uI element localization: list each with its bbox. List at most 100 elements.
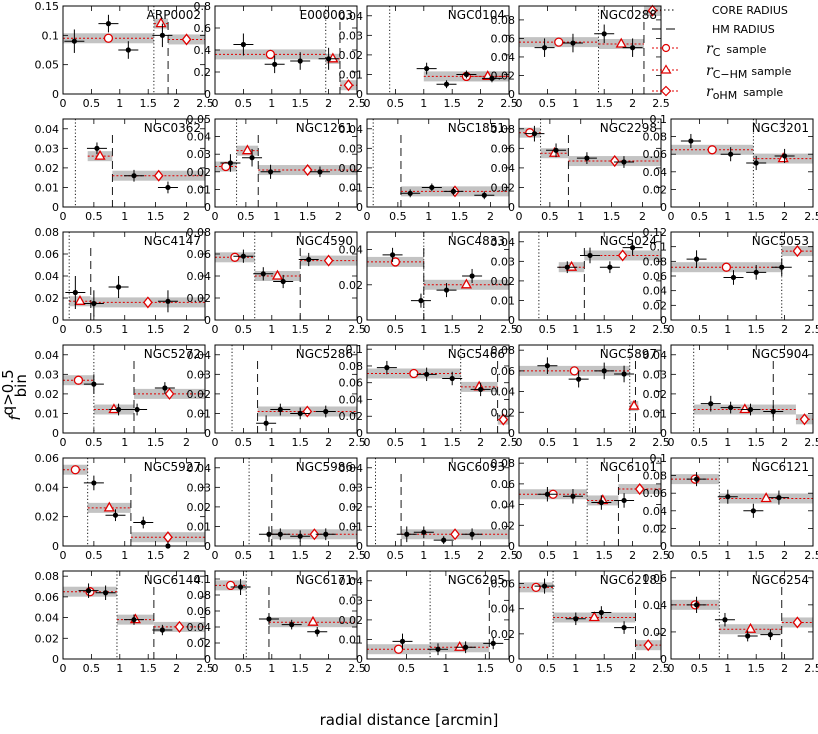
y-tick-label: 0.03 [35,368,60,381]
panel-frame [670,344,814,434]
rchm-sample-marker [94,149,106,160]
y-tick-label: 0.08 [491,14,516,27]
x-tick-label: 1.5 [291,436,309,449]
y-tick-label: 0 [52,201,59,214]
y-tick-label: 0.04 [339,575,364,588]
x-tick-label: 1.5 [747,323,765,336]
y-tick-label: 0.08 [643,470,668,483]
y-tick-label: 0.02 [643,626,668,639]
y-tick-label: 0.2 [194,66,212,79]
data-point [598,609,604,616]
x-tick-label: 2 [173,97,180,110]
rc-sample-marker [230,252,240,262]
y-tick-label: 0.04 [35,270,60,283]
panel-frame [670,118,814,208]
data-point [544,491,551,497]
y-tick-label: 0.06 [491,478,516,491]
y-tick-label: 0.06 [35,248,60,261]
data-point [469,531,475,537]
y-tick-label: 0 [356,201,363,214]
data-point [481,192,487,198]
y-tick-label: 0 [660,201,667,214]
y-axis-label-text: fq>0.5bin [0,369,30,420]
x-tick-label: 0 [364,549,371,562]
panel-frame [518,457,662,547]
y-tick-label: 0.04 [491,236,516,249]
x-tick-label: 1.5 [747,662,765,675]
y-tick-label: 0.08 [643,131,668,144]
y-tick-label: 0.6 [194,22,212,35]
y-axis-label-main: f [6,413,24,421]
y-tick-label: 0.02 [339,410,364,423]
data-point [389,252,396,258]
panel-title: NGC6121 [752,460,809,474]
data-point [162,385,168,391]
y-tick-label: 0.03 [339,142,364,155]
y-tick-label: 0.04 [643,285,668,298]
x-tick-label: 2 [629,662,636,675]
y-tick-label: 0.08 [187,589,212,602]
x-tick-label: 1 [420,97,427,110]
y-tick-label: 0 [660,427,667,440]
legend-rohm-word: sample [743,86,783,99]
x-tick-label: 0.5 [539,97,557,110]
rohm-sample-marker [792,616,803,629]
x-tick-label: 0 [212,97,219,110]
y-tick-label: 0.02 [491,519,516,532]
data-point [424,65,430,72]
x-tick-label: 1 [121,323,128,336]
y-tick-label: 0.06 [491,365,516,378]
panel-frame [670,570,814,660]
legend-rohm-sym: r [706,84,714,100]
y-tick-label: 0 [660,540,667,553]
rchm-sample-marker [271,269,284,280]
panel-title: NGC6093 [448,460,505,474]
panel-title: NGC0362 [144,121,201,135]
x-tick-label: 1 [442,662,449,675]
y-tick-label: 0.02 [643,522,668,535]
x-tick-label: 0.5 [387,97,405,110]
panel-frame [518,118,662,208]
data-point [728,404,734,411]
data-point [747,406,754,413]
panel-title: NGC6171 [296,573,353,587]
x-tick-label: 0.5 [691,662,709,675]
data-point [621,624,627,631]
x-tick-label: 0 [668,210,675,223]
y-tick-label: 0 [508,427,515,440]
x-tick-label: 1 [268,549,275,562]
panel-frame [518,344,662,434]
data-point [71,38,77,44]
x-tick-label: 1.5 [443,549,461,562]
y-tick-label: 0.02 [339,49,364,62]
panel-title: NGC5927 [144,460,201,474]
x-tick-label: 0 [60,210,67,223]
rohm-sample-marker [164,387,175,400]
data-point [570,40,576,46]
data-point [745,633,751,639]
y-tick-label: 0.06 [491,578,516,591]
data-point [722,617,728,623]
rchm-sample-marker [74,294,86,305]
data-point [240,253,246,259]
panel-title: E000003 [300,8,353,22]
y-tick-label: 0.03 [187,368,212,381]
panel-title: NGC2298 [600,121,657,135]
rc-sample-marker [707,145,717,155]
y-tick-label: 0.05 [35,59,60,72]
rohm-sample-marker [174,620,185,633]
rchm-sample-marker [155,17,167,28]
panel-frame [366,5,510,95]
y-tick-label: 0 [356,540,363,553]
rc-sample-marker [390,257,401,267]
y-tick-label: 0 [52,314,59,327]
x-tick-label: 1 [572,662,579,675]
data-point [314,629,320,635]
rchm-sample-marker [588,611,600,622]
panel-title: NGC5904 [752,347,809,361]
y-tick-label: 0 [204,653,211,666]
panel-frame [214,344,358,434]
y-tick-label: 0.04 [491,386,516,399]
